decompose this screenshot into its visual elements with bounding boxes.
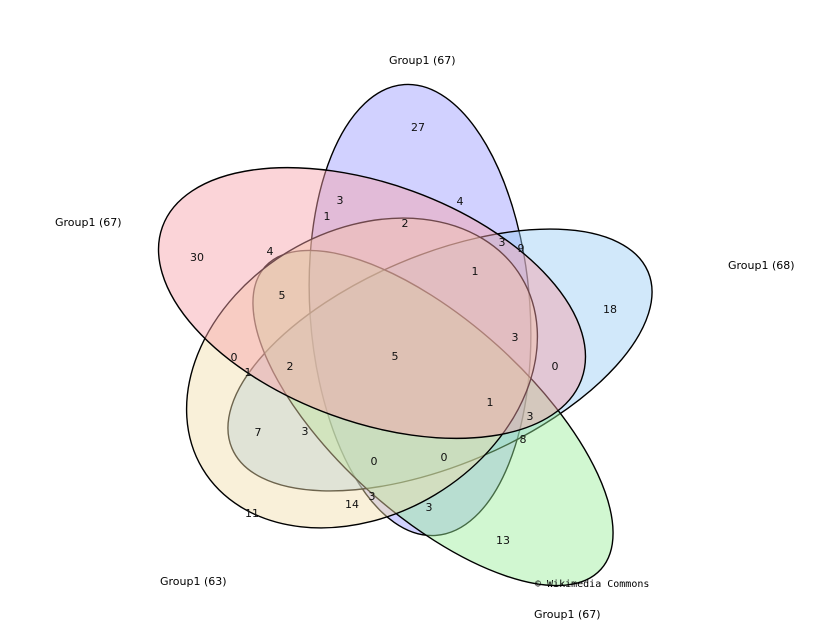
region-count: 4 xyxy=(267,245,274,258)
region-count: 1 xyxy=(472,265,479,278)
region-count: 3 xyxy=(499,236,506,249)
set-label-right: Group1 (68) xyxy=(728,259,795,272)
credit-text: © Wikimedia Commons xyxy=(535,579,649,590)
region-counts: 27 4 3 1 2 3 9 1 18 3 0 1 3 8 13 0 3 0 3… xyxy=(190,121,617,547)
region-count: 5 xyxy=(279,289,286,302)
region-count: 9 xyxy=(518,242,525,255)
region-count: 0 xyxy=(552,360,559,373)
region-count: 18 xyxy=(603,303,617,316)
region-count: 3 xyxy=(337,194,344,207)
region-count: 1 xyxy=(324,210,331,223)
region-count: 14 xyxy=(345,498,359,511)
set-ellipse-bottom-left xyxy=(185,217,539,529)
set-label-top: Group1 (67) xyxy=(389,54,456,67)
region-count: 30 xyxy=(190,251,204,264)
set-label-left: Group1 (67) xyxy=(55,216,122,229)
region-count: 7 xyxy=(255,426,262,439)
region-count: 27 xyxy=(411,121,425,134)
region-count: 0 xyxy=(231,351,238,364)
region-count: 0 xyxy=(441,451,448,464)
set-ellipse-left xyxy=(157,166,587,440)
set-labels: Group1 (67) Group1 (68) Group1 (67) Grou… xyxy=(55,54,795,620)
set-ellipses xyxy=(157,83,653,587)
set-label-bottom-left: Group1 (63) xyxy=(160,575,227,588)
set-ellipse-right xyxy=(227,228,653,492)
region-count: 3 xyxy=(527,410,534,423)
region-count: 1 xyxy=(487,396,494,409)
region-count: 13 xyxy=(496,534,510,547)
region-count: 1 xyxy=(245,366,252,379)
region-count: 2 xyxy=(402,217,409,230)
set-ellipse-top xyxy=(308,83,532,537)
region-count: 2 xyxy=(287,360,294,373)
region-count: 3 xyxy=(369,490,376,503)
region-count: 11 xyxy=(245,507,259,520)
region-count: 8 xyxy=(520,433,527,446)
set-label-bottom-right: Group1 (67) xyxy=(534,608,601,620)
region-count: 0 xyxy=(371,455,378,468)
region-count: 4 xyxy=(457,195,464,208)
region-count: 3 xyxy=(426,501,433,514)
region-count: 5 xyxy=(392,350,399,363)
region-count: 3 xyxy=(302,425,309,438)
region-count: 3 xyxy=(512,331,519,344)
